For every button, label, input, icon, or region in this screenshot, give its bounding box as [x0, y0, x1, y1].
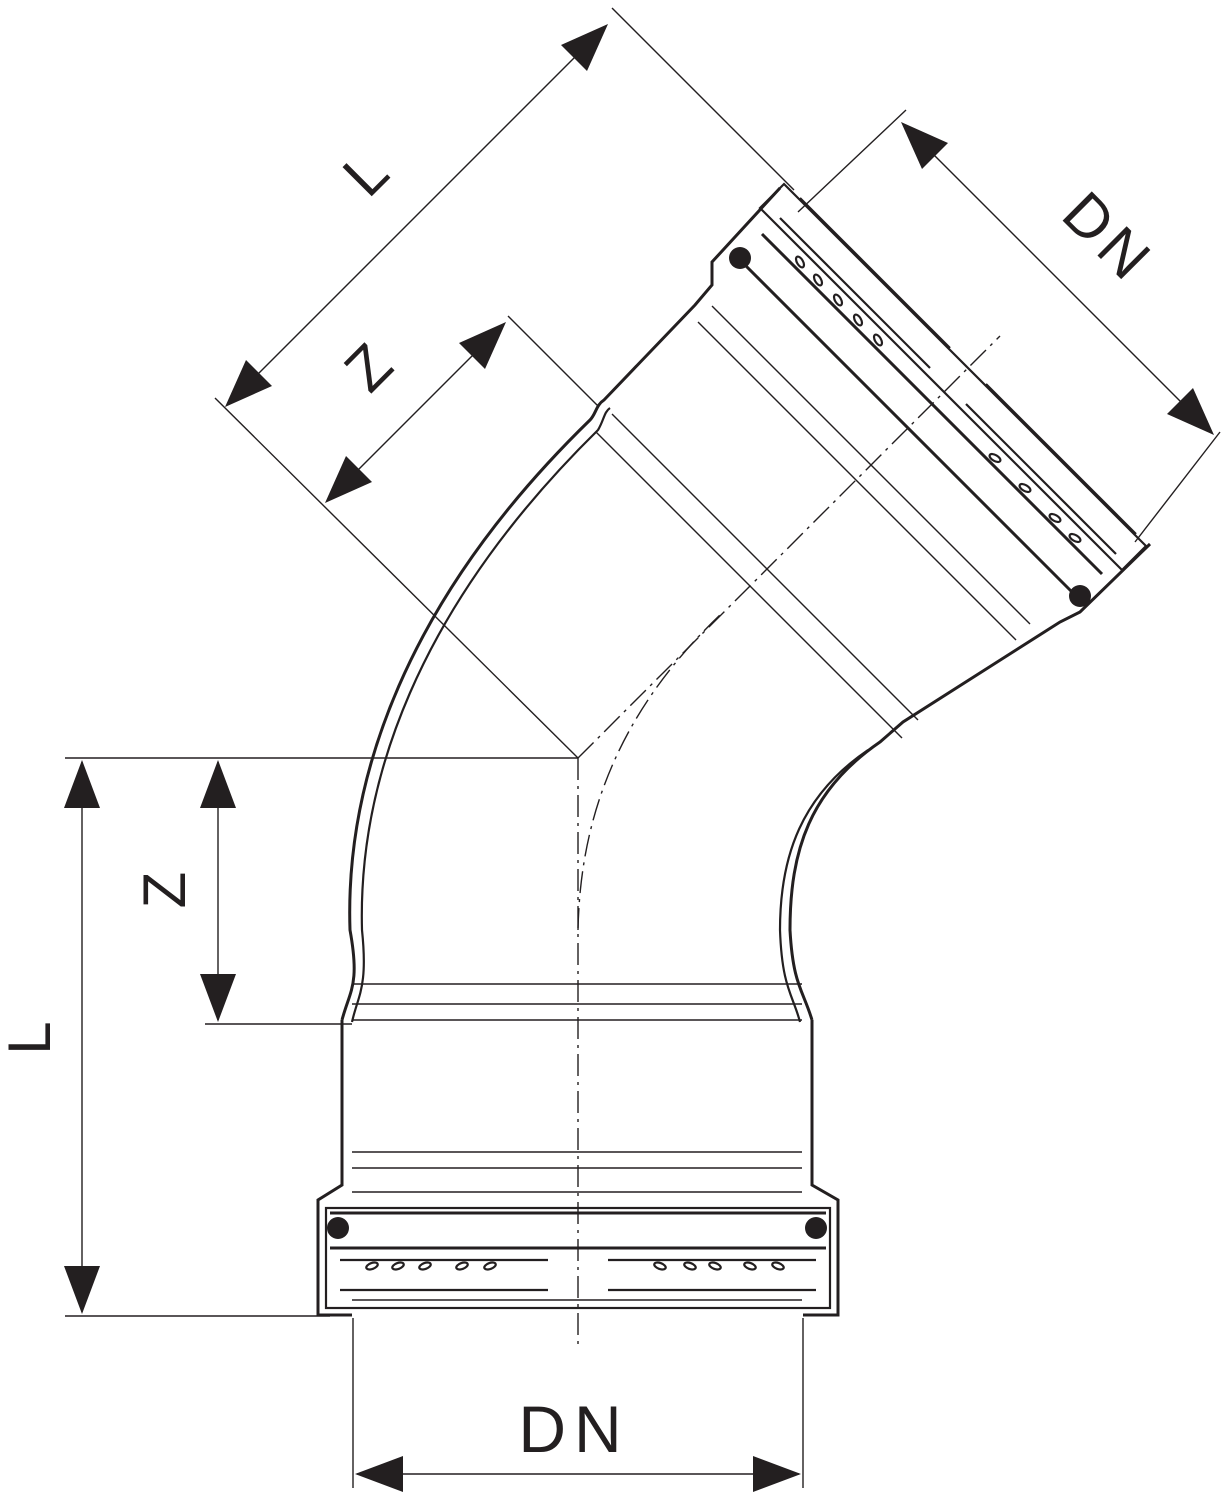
fitting-body: [316, 182, 1152, 1317]
inner-wall-left: [350, 407, 611, 1023]
grip-ring: [985, 383, 1137, 535]
label-DN-top: DN: [1050, 179, 1167, 296]
label-Z-top: Z: [332, 331, 405, 404]
arrowhead: [225, 360, 272, 407]
seal-line: [736, 256, 1080, 600]
ext-line-origin: [214, 397, 579, 759]
label-DN-bottom: DN: [518, 1392, 629, 1466]
grip-ring: [799, 197, 951, 349]
o-ring: [729, 247, 751, 269]
grip-ring: [965, 403, 1117, 555]
dim-line-DN-top: [902, 123, 1213, 434]
outer-wall-right: [788, 542, 1152, 1317]
label-Z-bottom: Z: [131, 872, 198, 909]
arrowhead: [200, 974, 236, 1022]
center-line-arc: [577, 614, 721, 931]
o-ring: [327, 1217, 349, 1239]
arrowhead: [64, 1266, 100, 1314]
grip-teeth: [365, 1261, 785, 1271]
socket-edge: [611, 413, 919, 721]
arrowhead: [325, 456, 372, 503]
seal-line: [760, 232, 1104, 576]
arrowhead: [561, 24, 608, 71]
socket-edge: [697, 321, 1017, 641]
center-lines: [577, 335, 1001, 1350]
label-L-bottom: L: [0, 1021, 63, 1054]
arrowhead: [459, 322, 506, 369]
socket-edge: [595, 431, 903, 739]
grip-teeth: [794, 255, 1082, 544]
bottom-dimensions: L Z DN: [0, 757, 804, 1492]
socket-edge: [711, 305, 1031, 625]
label-L-top: L: [330, 138, 401, 209]
o-ring: [805, 1217, 827, 1239]
arrowhead: [753, 1456, 801, 1492]
inner-wall-right: [778, 749, 869, 1023]
outer-wall-left: [316, 186, 782, 1317]
arrowhead: [64, 760, 100, 808]
press-sleeve-top: [758, 182, 1148, 572]
ext-line-l-top: [611, 7, 795, 191]
dim-line-L-top: [227, 25, 607, 405]
grip-ring: [779, 217, 931, 369]
arrowhead: [901, 122, 948, 169]
o-ring: [1069, 585, 1091, 607]
arrowhead: [200, 760, 236, 808]
top-dimensions: L Z DN: [214, 7, 1221, 759]
arrowhead: [355, 1456, 403, 1492]
press-sleeve-bottom: [324, 1206, 832, 1310]
ext-line-z-top: [507, 315, 599, 407]
arrowhead: [1167, 388, 1214, 435]
ext-line-dn-top1: [797, 109, 907, 213]
ext-line-dn-top2: [1134, 431, 1221, 543]
center-line-angled: [577, 335, 1001, 759]
